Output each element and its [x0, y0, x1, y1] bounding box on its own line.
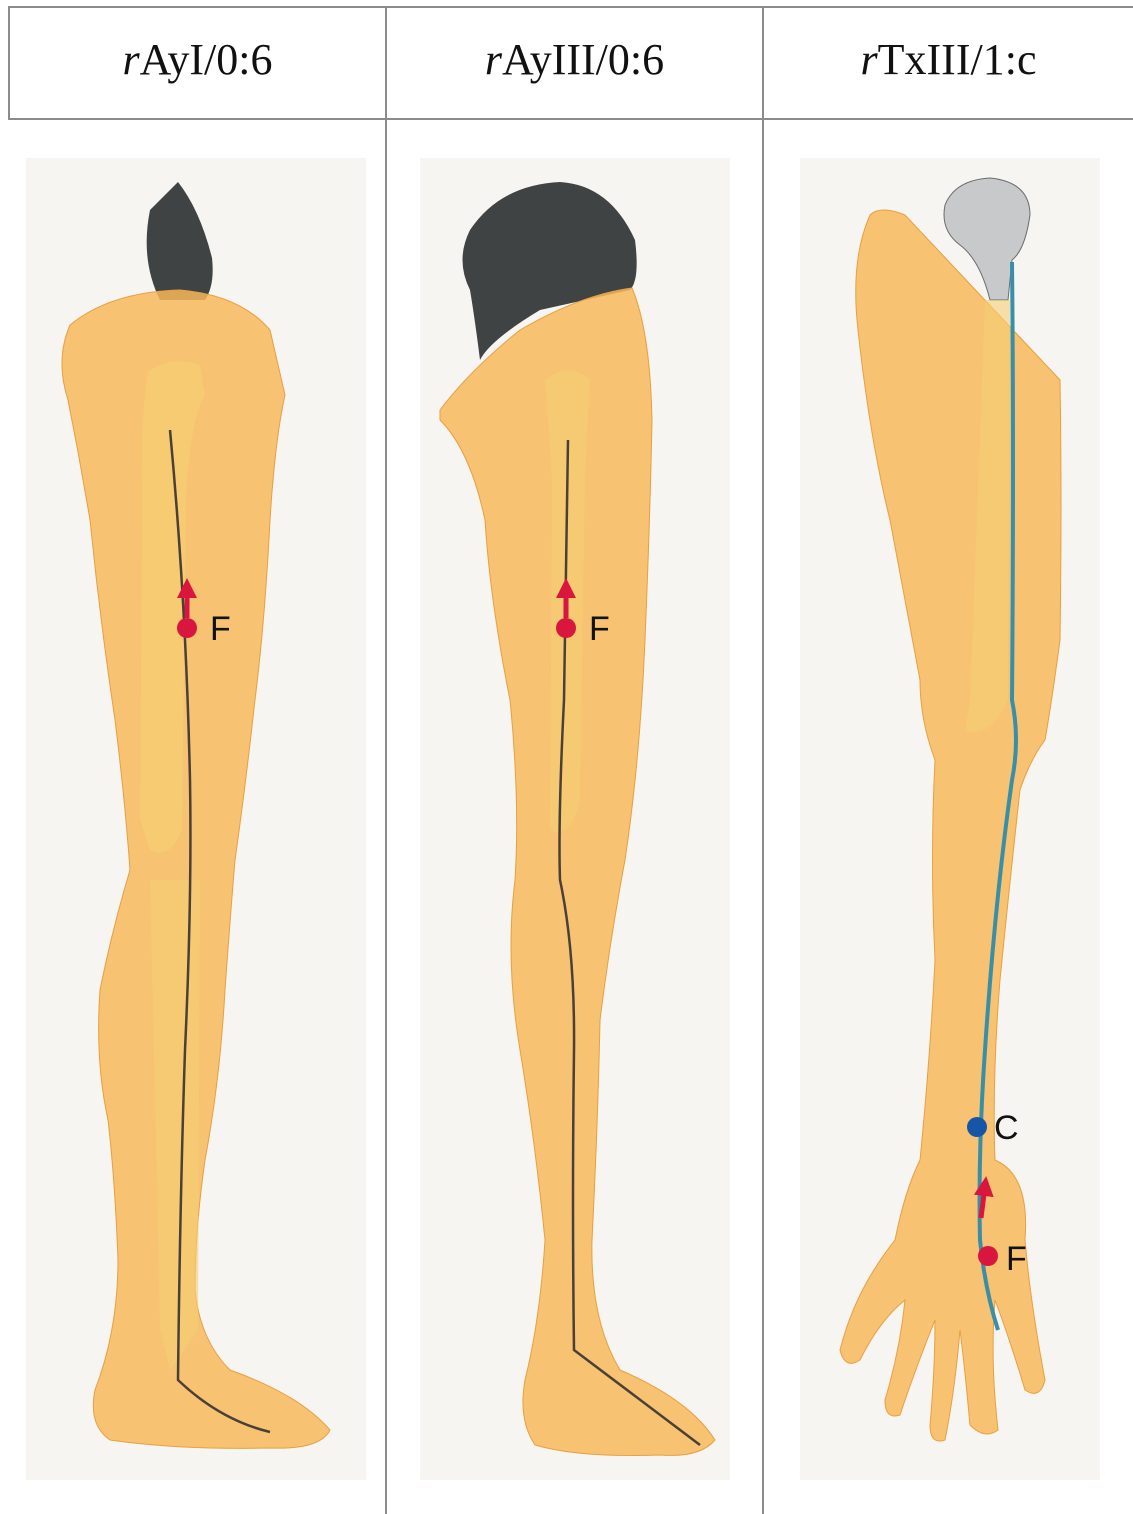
red-point-1	[177, 618, 197, 638]
blue-point	[967, 1117, 987, 1137]
red-point-3	[978, 1246, 998, 1266]
leg-posterior-figure: F	[440, 182, 715, 1456]
red-point-2	[556, 618, 576, 638]
point-label-f-arm: F	[1006, 1240, 1027, 1278]
point-label-1: F	[210, 610, 231, 648]
arm-anterior-figure: C F	[840, 178, 1061, 1441]
point-label-c: C	[994, 1109, 1019, 1147]
point-label-2: F	[589, 610, 610, 648]
leg-lateral-figure: F	[62, 182, 330, 1448]
pelvis-cut-surface-1	[147, 182, 213, 300]
arm-silhouette	[840, 210, 1061, 1441]
